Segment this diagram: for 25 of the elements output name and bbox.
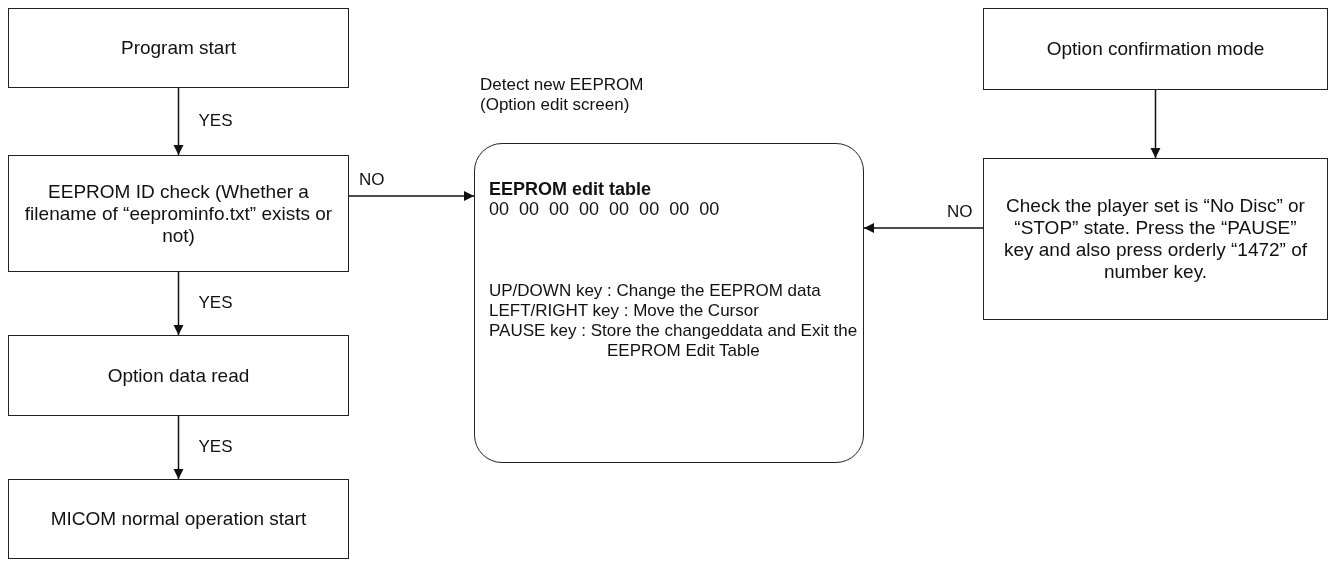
arrow (863, 223, 984, 233)
process-box (8, 155, 349, 272)
data-values: 00 00 00 00 00 00 00 00 (489, 199, 720, 219)
step-text: Program start (120, 37, 237, 59)
arrow (173, 271, 184, 336)
step-text: MICOM normal operation start (50, 508, 307, 530)
process-box (8, 8, 349, 88)
process-box (8, 335, 349, 416)
key-description: PAUSE key : Store the changeddata and Exit the EEPROM Edit Table (489, 321, 859, 361)
arrow (1150, 89, 1161, 159)
step-text: Option data read (107, 364, 250, 387)
process-box (983, 158, 1328, 320)
key-description: LEFT/RIGHT key : Move the Cursor (489, 301, 760, 321)
table-heading: EEPROM edit table (489, 179, 652, 199)
screen-caption: Detect new EEPROM (Option edit screen) (480, 75, 645, 115)
step-text: EEPROM ID check (Whether a filename of “eeprominfo.txt” exists or not) (23, 180, 334, 247)
process-box (983, 8, 1328, 90)
screen-box (474, 143, 864, 463)
arrow (173, 87, 184, 156)
step-text: Check the player set is “No Disc” or “STOP” state. Press the “PAUSE” key and also press orderly “1472” of number key. (1002, 195, 1309, 283)
key-description: UP/DOWN key : Change the EEPROM data (489, 281, 822, 301)
process-box (8, 479, 349, 559)
arrow (348, 191, 475, 201)
arrow (173, 415, 184, 480)
step-text: Option confirmation mode (1046, 38, 1265, 60)
